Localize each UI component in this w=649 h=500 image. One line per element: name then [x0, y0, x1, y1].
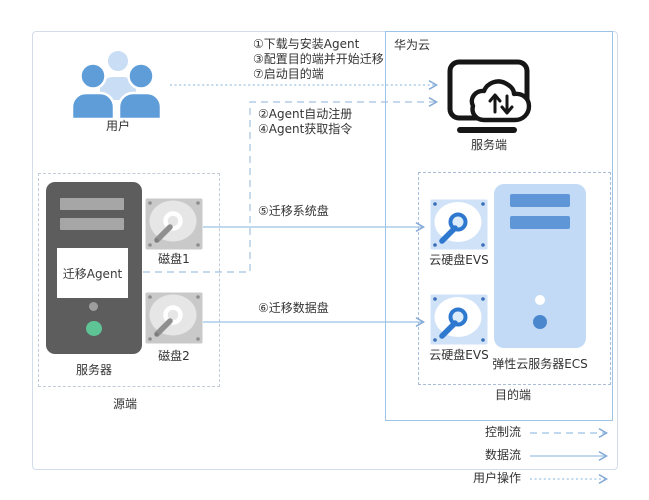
legend-row-control-flow: 控制流 [406, 426, 616, 439]
migration-agent-label: 迁移Agent [62, 266, 123, 281]
legend-label-user-operation: 用户操作 [472, 471, 521, 485]
disk1-label: 磁盘1 [158, 252, 190, 266]
source-server-tower: 迁移Agent [46, 182, 142, 354]
server-side-label: 服务端 [470, 138, 507, 152]
destination-zone-label: 目的端 [494, 388, 531, 402]
evs-disk2-icon [430, 294, 488, 345]
huawei-cloud-zone-box: 华为云 [385, 31, 613, 421]
disk2-icon [145, 292, 203, 344]
disk2-label: 磁盘2 [158, 349, 190, 363]
source-zone-label: 源端 [112, 397, 137, 411]
power-led [89, 302, 98, 311]
annotation-migrate-system-disk: ⑤迁移系统盘 [258, 204, 329, 218]
ecs-tower [494, 184, 586, 348]
legend-line-solid [530, 450, 609, 461]
legend-label-control-flow: 控制流 [484, 425, 521, 439]
outer-frame [32, 31, 618, 470]
annotation-user-steps: ①下载与安装Agent ③配置目的端并开始迁移 ⑦启动目的端 [253, 37, 384, 82]
ecs-power-led [535, 295, 545, 305]
annotation-step-2: ②Agent自动注册 [258, 107, 353, 121]
huawei-cloud-zone-label: 华为云 [394, 38, 431, 52]
ecs-logo-dot [533, 315, 547, 329]
migration-agent-panel: 迁移Agent [57, 248, 128, 298]
user-label: 用户 [105, 119, 130, 133]
tower-vent-bar [60, 198, 124, 210]
annotation-migrate-data-disk: ⑥迁移数据盘 [258, 301, 329, 315]
annotation-agent-steps: ②Agent自动注册 ④Agent获取指令 [258, 107, 352, 137]
ecs-label: 弹性云服务器ECS [492, 357, 588, 371]
source-server-label: 服务器 [75, 363, 112, 377]
sync-arrows-icon [488, 93, 514, 115]
legend-line-dashed [530, 427, 609, 438]
status-led [86, 321, 102, 336]
user-group-icon [70, 49, 163, 120]
tower-vent-bar [60, 218, 124, 230]
disk1-icon [145, 198, 203, 250]
ecs-vent-bar [510, 216, 570, 229]
annotation-step-7: ⑦启动目的端 [253, 67, 324, 81]
annotation-step-3: ③配置目的端并开始迁移 [253, 52, 384, 66]
evs-disk1-icon [430, 199, 488, 250]
control-flow-arrow [143, 97, 439, 273]
server-side-icon [447, 59, 532, 133]
legend-label-data-flow: 数据流 [484, 448, 521, 462]
annotation-step-1: ①下载与安装Agent [253, 37, 360, 51]
legend-row-data-flow: 数据流 [406, 449, 616, 462]
ecs-vent-bar [510, 194, 570, 207]
legend-line-dotted [530, 473, 609, 484]
annotation-step-4: ④Agent获取指令 [258, 122, 353, 136]
destination-zone-box [418, 172, 611, 385]
legend-row-user-operation: 用户操作 [406, 472, 616, 485]
source-zone-box [38, 173, 220, 387]
evs-disk1-label: 云硬盘EVS [429, 253, 489, 267]
evs-disk2-label: 云硬盘EVS [429, 348, 489, 362]
